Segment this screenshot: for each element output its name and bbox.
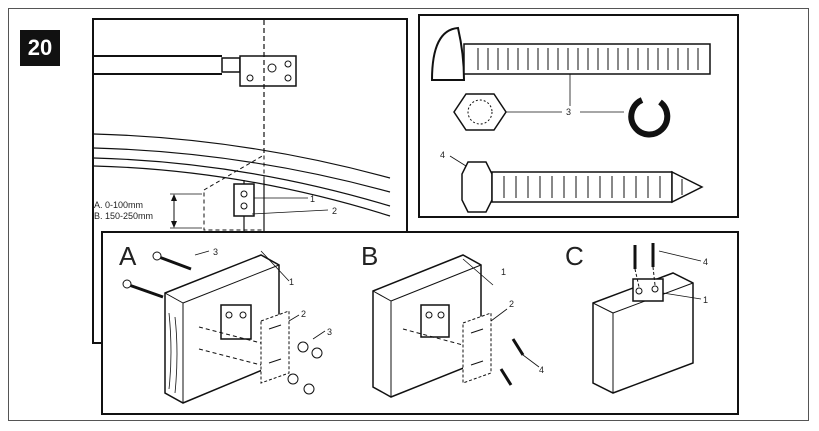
- option-a-drawing: 3 1 2 3: [122, 247, 332, 404]
- track-overview-drawing: 1 2 A. 0-100mm B. 150-250mm: [93, 20, 391, 346]
- hex-screw-shaft: [491, 171, 673, 203]
- subfigure-label-a: A: [119, 241, 137, 271]
- bracket-a: [220, 304, 252, 340]
- callout-4-hardware: 4: [440, 150, 445, 160]
- installation-options-drawing: A 3 1 2 3: [119, 241, 708, 404]
- lock-washer: [628, 97, 671, 138]
- callout-3-a-right: 3: [327, 327, 332, 337]
- callout-2-b: 2: [509, 299, 514, 309]
- subfigure-label-c: C: [565, 241, 584, 271]
- option-c-drawing: 4 1: [592, 243, 708, 394]
- end-bracket-shape: [239, 55, 297, 87]
- callout-3-a-top: 3: [213, 247, 218, 257]
- range-label-a: A. 0-100mm: [94, 200, 143, 210]
- wood-block-c: [592, 272, 694, 394]
- callout-3-hardware: 3: [566, 107, 571, 117]
- callout-1-a: 1: [289, 277, 294, 287]
- range-label-b: B. 150-250mm: [94, 211, 153, 221]
- carriage-bolt-shaft: [463, 43, 711, 75]
- hardware-drawing: 3 4: [430, 26, 711, 213]
- subfigure-label-b: B: [361, 241, 378, 271]
- callout-4-b: 4: [539, 365, 544, 375]
- backing-plate-b: [462, 312, 492, 384]
- carriage-bolt-threads: [477, 48, 699, 70]
- carriage-bolt-head: [430, 26, 466, 81]
- figure-frame: [8, 8, 809, 421]
- callout-1-overview: 1: [310, 194, 315, 204]
- step-number-badge: 20: [20, 30, 60, 66]
- callout-2-overview: 2: [332, 206, 337, 216]
- hex-screw-head: [461, 161, 493, 213]
- hex-nut: [453, 93, 507, 131]
- callout-2-a: 2: [301, 309, 306, 319]
- callout-4-c: 4: [703, 257, 708, 267]
- bracket-b: [420, 304, 450, 338]
- callout-1-b: 1: [501, 267, 506, 277]
- mounted-bracket-shape: [233, 183, 255, 217]
- callout-1-c: 1: [703, 295, 708, 305]
- installation-options-panel: A 3 1 2 3: [101, 231, 739, 415]
- backing-plate-a: [260, 310, 290, 384]
- option-b-drawing: 1 2 4: [372, 254, 544, 398]
- hardware-panel: 3 4: [418, 14, 739, 218]
- hex-screw-threads: [503, 176, 683, 198]
- bracket-c: [632, 278, 664, 302]
